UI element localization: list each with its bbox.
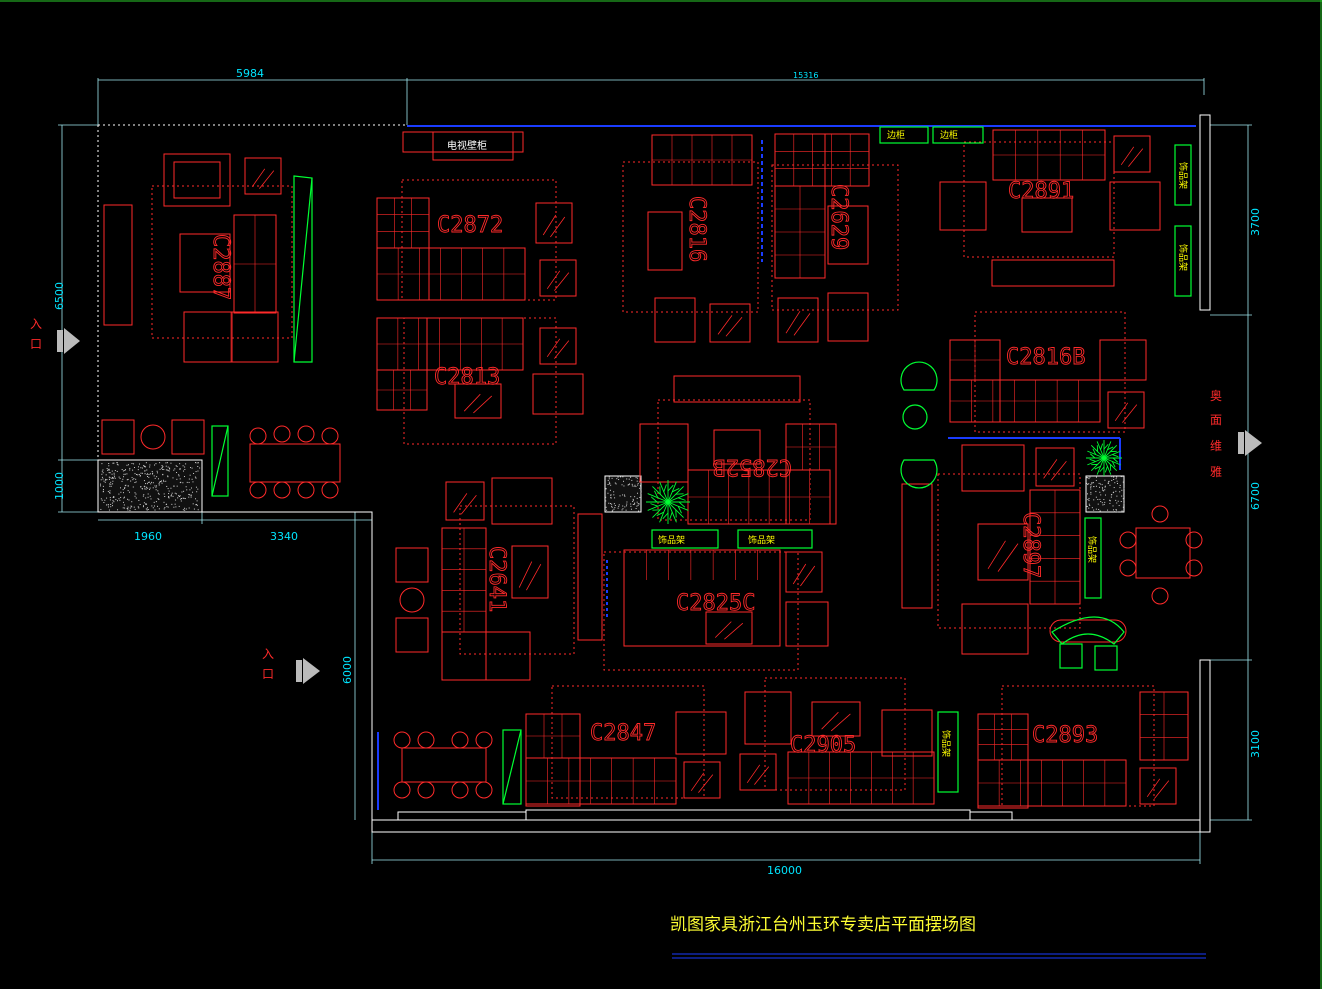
decor-shelf-label-4: 饰品架 (1177, 244, 1189, 271)
speckle-texture (100, 462, 1125, 513)
svg-text:口: 口 (262, 667, 274, 681)
entrance-label-lower: 入 (262, 647, 274, 661)
dim-bottom-total: 16000 (767, 864, 802, 877)
code-c2629: C2629 (826, 184, 851, 250)
svg-text:雅: 雅 (1210, 464, 1222, 479)
dim-right-top: 3700 (1249, 208, 1262, 236)
decor-shelf-label-5: 饰品架 (1086, 536, 1098, 563)
side-cabinet-label-1: 边柜 (887, 129, 905, 141)
sofa-seat-grid (230, 130, 1188, 806)
dim-bottom-left-b: 3340 (270, 530, 298, 543)
code-c2813: C2813 (434, 365, 500, 390)
svg-text:口: 口 (30, 337, 42, 351)
code-c2816b: C2816B (1006, 345, 1085, 370)
furniture-layout (101, 129, 1203, 809)
plant-icons (646, 440, 1122, 524)
code-c2893: C2893 (1032, 723, 1098, 748)
code-c2887: C2887 (208, 234, 233, 300)
dimension-labels: 5984 15316 6500 1000 1960 3340 6000 1600… (53, 67, 1262, 877)
dim-right-mid: 6700 (1249, 482, 1262, 510)
code-c2891: C2891 (1008, 179, 1074, 204)
code-c2847: C2847 (590, 721, 656, 746)
dimension-lines (58, 78, 1252, 864)
furniture-codes: C2887 C2872 C2816 C2629 C2891 C2813 C281… (208, 179, 1099, 759)
decor-shelf-label-2: 饰品架 (748, 534, 775, 546)
code-c2905: C2905 (790, 733, 856, 758)
entrance-arrows (57, 328, 1262, 684)
drawing-title: 凯图家具浙江台州玉环专卖店平面摆场图 (670, 915, 976, 935)
shelf-labels: 电视壁柜 边柜 边柜 饰品架 饰品架 饰品架 饰品架 饰品架 饰品架 (447, 129, 1189, 757)
tv-cabinet-label: 电视壁柜 (447, 139, 487, 152)
glass-table-marks (251, 146, 1170, 799)
stone-block (100, 462, 1125, 513)
decor-shelf-label-6: 饰品架 (940, 730, 952, 757)
red-labels: 入 口 入 口 奥 面 维 雅 (30, 317, 1222, 681)
shelves-and-plants (211, 126, 1192, 805)
dim-bottom-left-a: 1960 (134, 530, 162, 543)
code-c2825c: C2825C (676, 591, 755, 616)
dim-left-lower: 1000 (53, 472, 66, 500)
entrance-label-left: 入 (30, 317, 42, 331)
dim-right-bottom: 3100 (1249, 730, 1262, 758)
side-cabinet-label-2: 边柜 (940, 129, 958, 141)
dim-left-upper: 6500 (53, 282, 66, 310)
code-c2641: C2641 (484, 546, 509, 612)
code-c2816: C2816 (684, 196, 709, 262)
code-c2897: C2897 (1018, 512, 1043, 578)
svg-text:面: 面 (1210, 413, 1222, 427)
back-room-label: 奥 (1210, 389, 1222, 403)
dim-top-left: 5984 (236, 67, 264, 80)
windows (377, 125, 1196, 810)
dim-left-mid: 6000 (341, 656, 354, 684)
dim-top-total: 15316 (793, 71, 818, 80)
decor-shelf-label-1: 饰品架 (658, 534, 685, 546)
code-c2852b: C2852B (713, 454, 792, 479)
title-underline (672, 953, 1206, 959)
code-c2872: C2872 (437, 213, 503, 238)
svg-text:维: 维 (1210, 439, 1222, 453)
decor-shelf-label-3: 饰品架 (1177, 162, 1189, 189)
